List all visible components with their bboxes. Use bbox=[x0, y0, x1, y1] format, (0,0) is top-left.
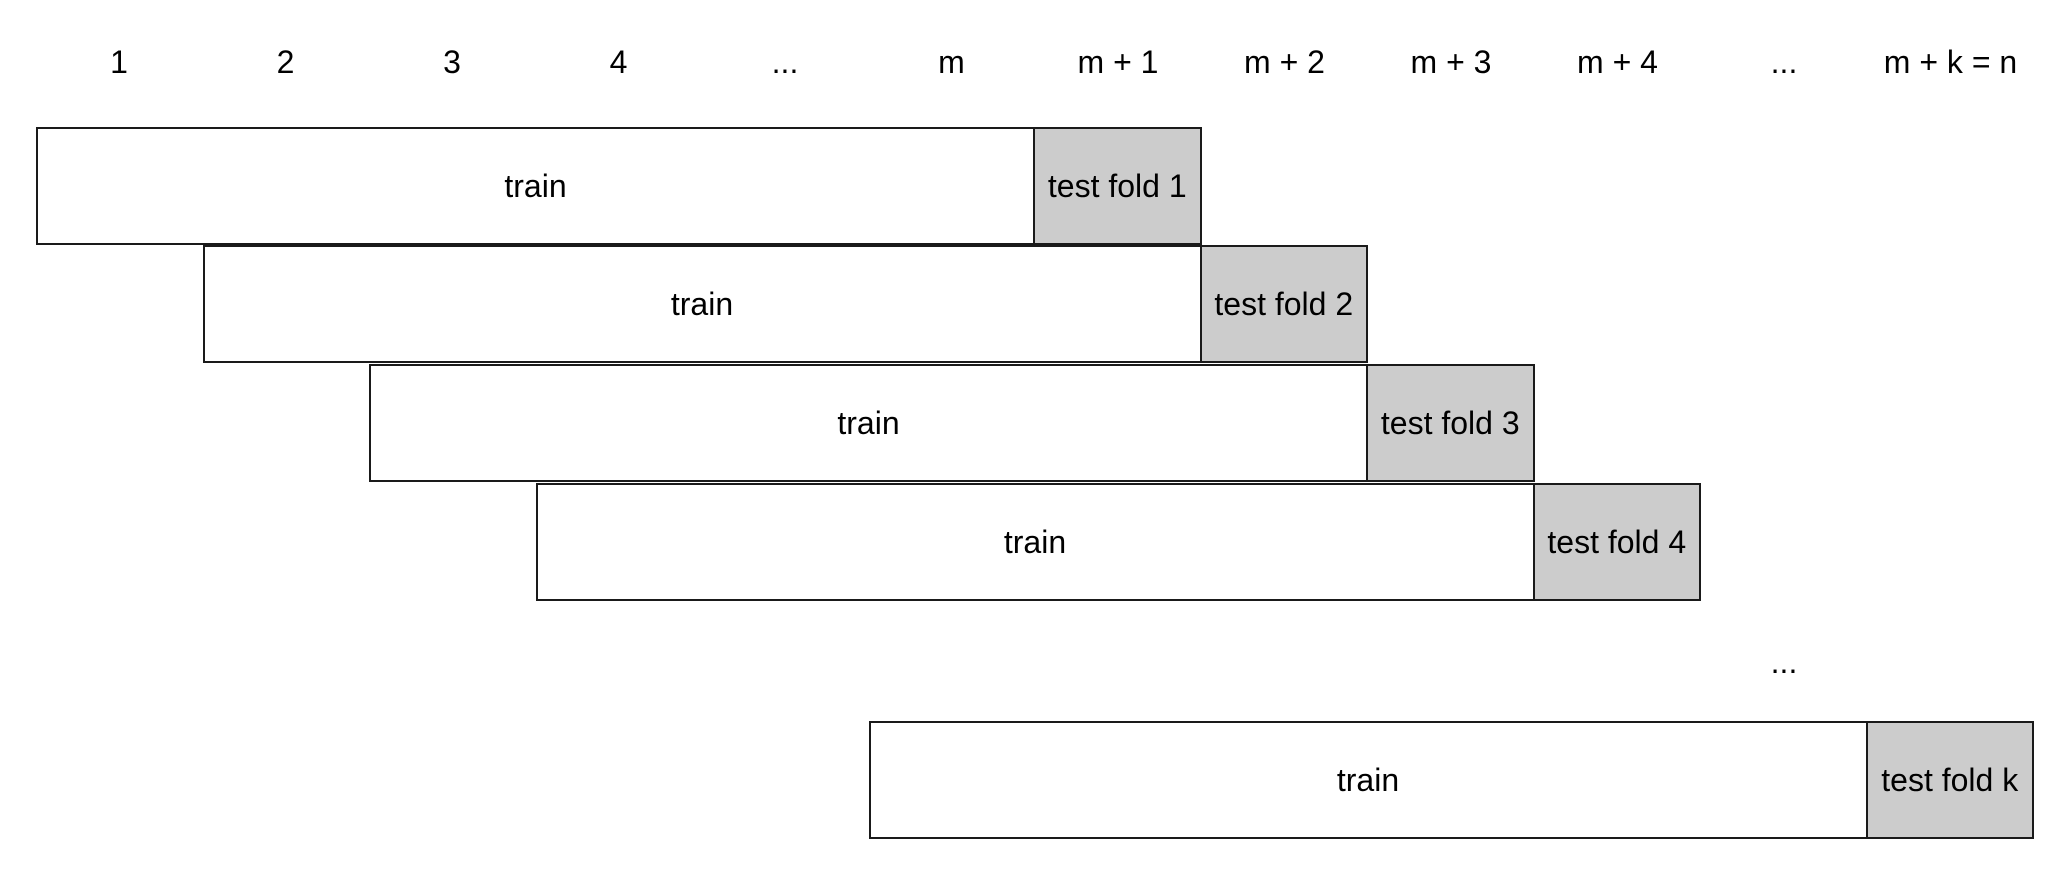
column-label-10: m + 4 bbox=[1577, 44, 1658, 80]
train-segment: train bbox=[36, 127, 1035, 245]
column-label-7: m + 1 bbox=[1077, 44, 1159, 80]
column-label-12: m + k = n bbox=[1883, 44, 2018, 80]
column-label-9: m + 3 bbox=[1410, 44, 1492, 80]
column-label-5: ... bbox=[771, 44, 799, 80]
train-segment: train bbox=[535, 483, 1535, 601]
train-segment: train bbox=[369, 364, 1368, 482]
column-label-8: m + 2 bbox=[1244, 44, 1325, 80]
train-segment: train bbox=[868, 721, 1868, 839]
test-fold-segment: test fold 3 bbox=[1368, 364, 1535, 482]
column-label-6: m bbox=[938, 44, 965, 80]
column-label-2: 2 bbox=[276, 44, 295, 80]
column-label-3: 3 bbox=[443, 44, 461, 80]
test-fold-segment: test fold 2 bbox=[1201, 245, 1368, 363]
test-fold-segment: test fold k bbox=[1867, 721, 2034, 839]
train-segment: train bbox=[202, 245, 1202, 363]
column-label-4: 4 bbox=[609, 44, 628, 80]
column-label-11: ... bbox=[1770, 44, 1798, 80]
column-label-1: 1 bbox=[110, 44, 128, 80]
folds-ellipsis: ... bbox=[1770, 644, 1798, 680]
test-fold-segment: test fold 4 bbox=[1534, 483, 1701, 601]
test-fold-segment: test fold 1 bbox=[1035, 127, 1202, 245]
